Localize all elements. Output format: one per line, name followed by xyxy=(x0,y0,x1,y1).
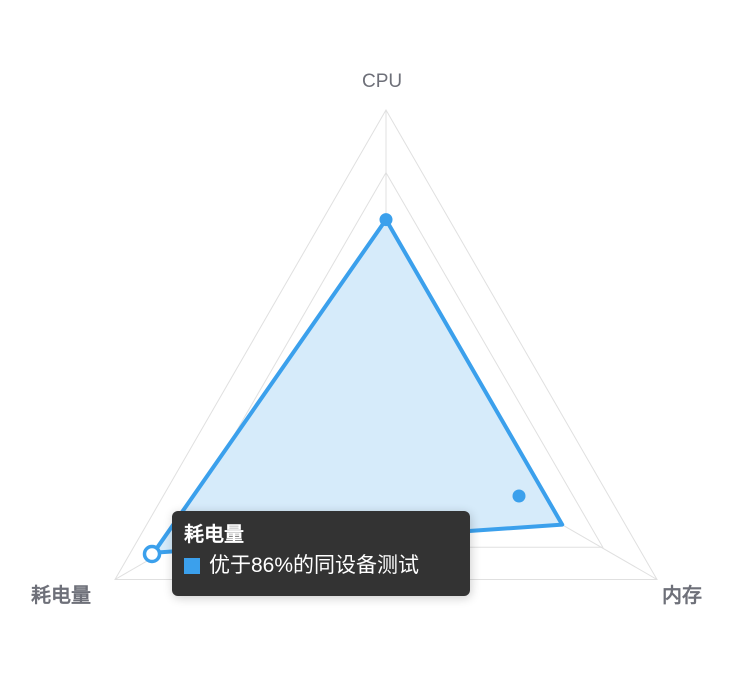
tooltip-series-row: 优于86%的同设备测试 xyxy=(184,553,458,578)
radar-axis-label-cpu: CPU xyxy=(362,71,403,92)
radar-point-cpu[interactable] xyxy=(379,213,393,227)
radar-point-power[interactable] xyxy=(142,544,162,564)
tooltip-title: 耗电量 xyxy=(184,524,244,546)
chart-tooltip: 耗电量 优于86%的同设备测试 xyxy=(172,511,470,596)
tooltip-series-marker-icon xyxy=(184,557,200,574)
radar-axis-label-power: 耗电量 xyxy=(31,585,91,607)
radar-series-area xyxy=(153,219,563,553)
radar-point-memory[interactable] xyxy=(512,489,526,503)
tooltip-series-text: 优于86%的同设备测试 xyxy=(209,554,420,577)
radar-axis-label-memory: 内存 xyxy=(662,585,702,607)
